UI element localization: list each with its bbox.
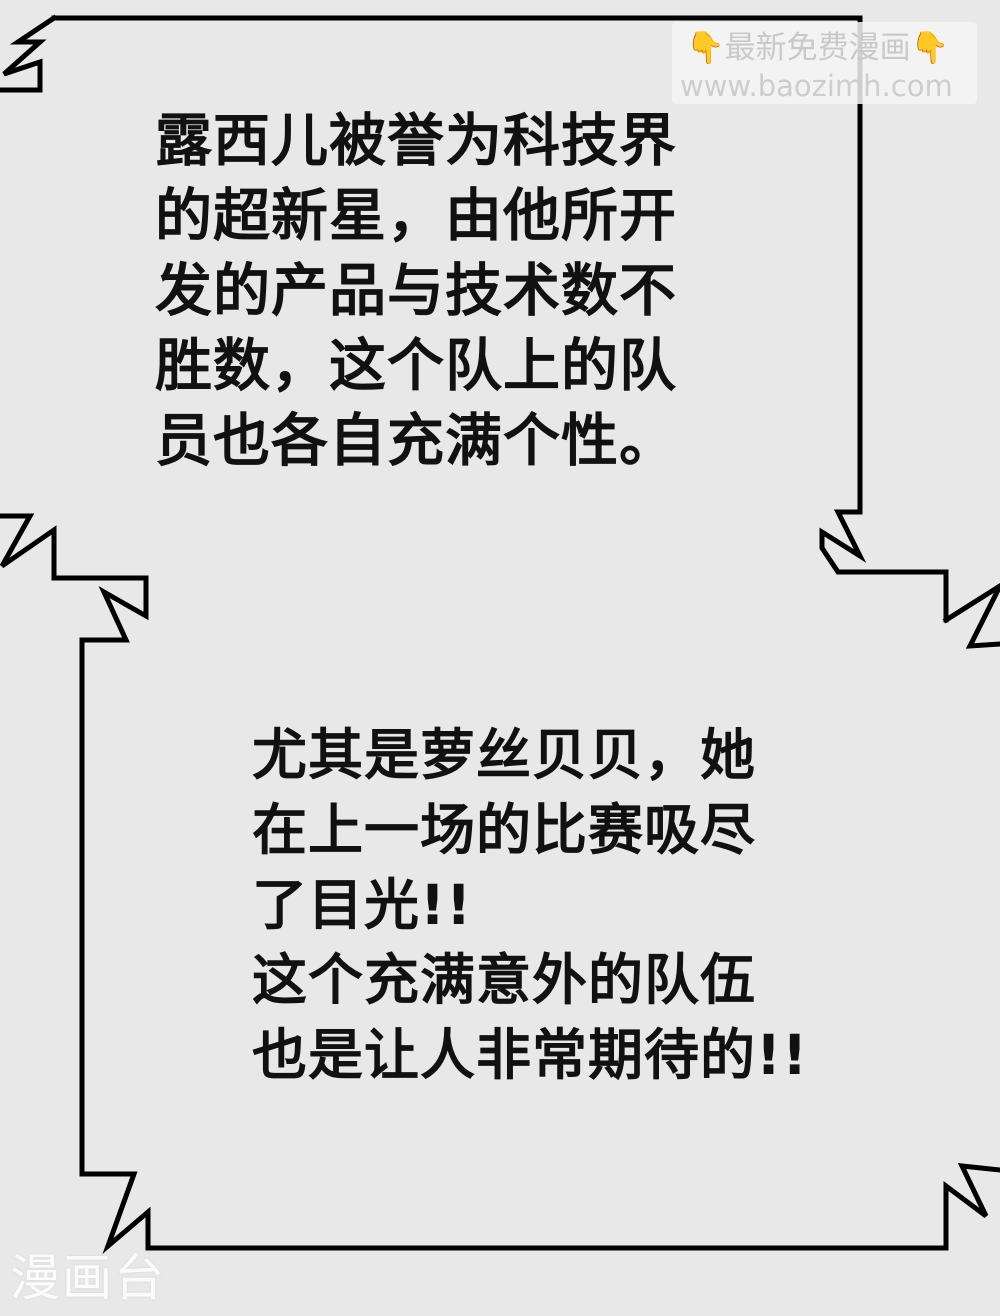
caption-line: 员也各自充满个性。 [155, 408, 677, 474]
caption-line: 发的产品与技术数不 [155, 258, 677, 324]
pointing-down-icon: 👇 [910, 30, 950, 66]
bottom-bubble-outline [0, 513, 1000, 1254]
caption-line: 了目光!! [252, 873, 473, 937]
watermark-banner [672, 22, 977, 104]
caption-line: 的超新星，由他所开 [155, 183, 677, 249]
watermark-url: www.baozimh.com [680, 69, 953, 103]
watermark-logo: 漫画台 [10, 1249, 166, 1307]
top-bubble-outline [0, 14, 949, 623]
caption-line: 尤其是萝丝贝贝，她 [252, 723, 757, 787]
top-caption-text: 露西儿被誉为科技界 的超新星，由他所开 发的产品与技术数不 胜数，这个队上的队 … [155, 104, 677, 479]
caption-line: 也是让人非常期待的!! [252, 1023, 809, 1087]
caption-line: 露西儿被誉为科技界 [155, 108, 677, 174]
bottom-caption-text: 尤其是萝丝贝贝，她 在上一场的比赛吸尽 了目光!! 这个充满意外的队伍 也是让人… [252, 718, 808, 1093]
caption-line: 在上一场的比赛吸尽 [252, 798, 757, 862]
right-bubble-edge [942, 583, 1000, 649]
caption-line: 胜数，这个队上的队 [155, 333, 677, 399]
pointing-down-icon: 👇 [686, 30, 725, 66]
watermark-title: 👇最新免费漫画👇 [686, 28, 949, 68]
caption-line: 这个充满意外的队伍 [252, 948, 757, 1012]
watermark-title-text: 最新免费漫画 [724, 30, 911, 66]
